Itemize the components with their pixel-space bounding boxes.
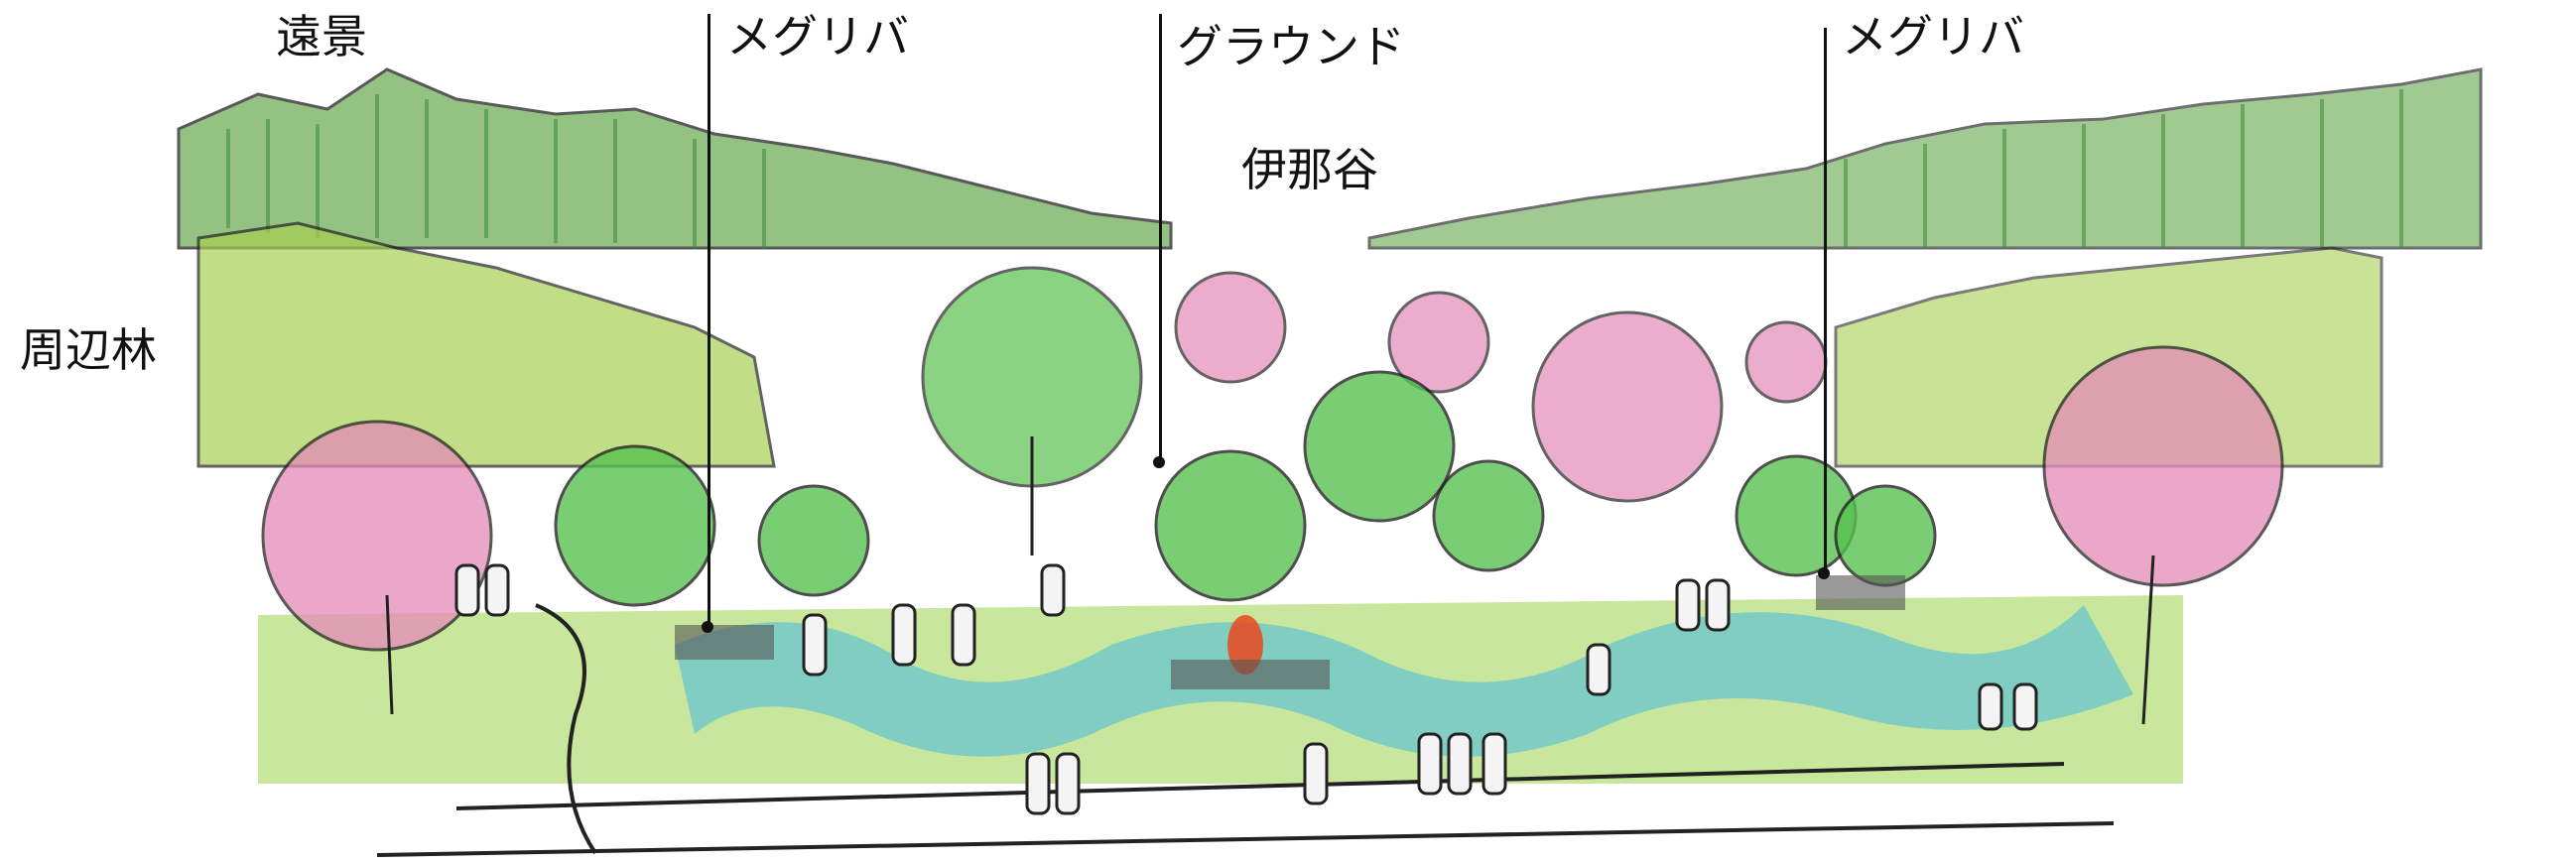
mountain-texture: [226, 89, 2403, 248]
green-tree: [1735, 454, 1858, 577]
ground-leader: [1159, 14, 1162, 462]
green-tree: [1303, 370, 1456, 523]
picnic-mat: [1171, 660, 1330, 689]
meguriba-right-leader-dot: [1818, 567, 1830, 579]
label-distant-view: 遠景: [276, 10, 367, 63]
front-path-line-2: [376, 821, 2115, 857]
wooden-bench: [1816, 575, 1905, 610]
label-ground: グラウンド: [1177, 20, 1405, 73]
blossom-tree: [2042, 345, 2284, 587]
label-ina-valley: 伊那谷: [1241, 143, 1378, 196]
ground-leader-dot: [1153, 456, 1165, 468]
meguriba-left-leader-dot: [702, 621, 713, 633]
blossom-tree: [1174, 271, 1287, 384]
green-tree: [757, 484, 870, 597]
blossom-tree: [1531, 310, 1724, 503]
label-surrounding-forest: 周辺林: [20, 323, 157, 377]
label-meguriba-left: メグリバ: [726, 10, 909, 63]
trees: [261, 266, 2284, 725]
wooden-bench: [675, 625, 774, 660]
green-tree: [1834, 484, 1937, 587]
blossom-tree: [1744, 320, 1828, 404]
meguriba-right-leader: [1824, 28, 1827, 573]
surrounding-forest-left: [196, 221, 776, 468]
people: [454, 563, 2038, 815]
green-tree: [1154, 449, 1307, 602]
stream: [675, 605, 2133, 757]
label-meguriba-right: メグリバ: [1842, 10, 2024, 63]
green-tree: [1432, 459, 1545, 572]
blossom-tree: [261, 420, 493, 652]
front-path-line: [455, 762, 2065, 810]
walking-path: [535, 603, 597, 855]
green-tree: [554, 444, 716, 607]
meguriba-left-leader: [708, 14, 710, 627]
blossom-tree: [1387, 291, 1490, 394]
